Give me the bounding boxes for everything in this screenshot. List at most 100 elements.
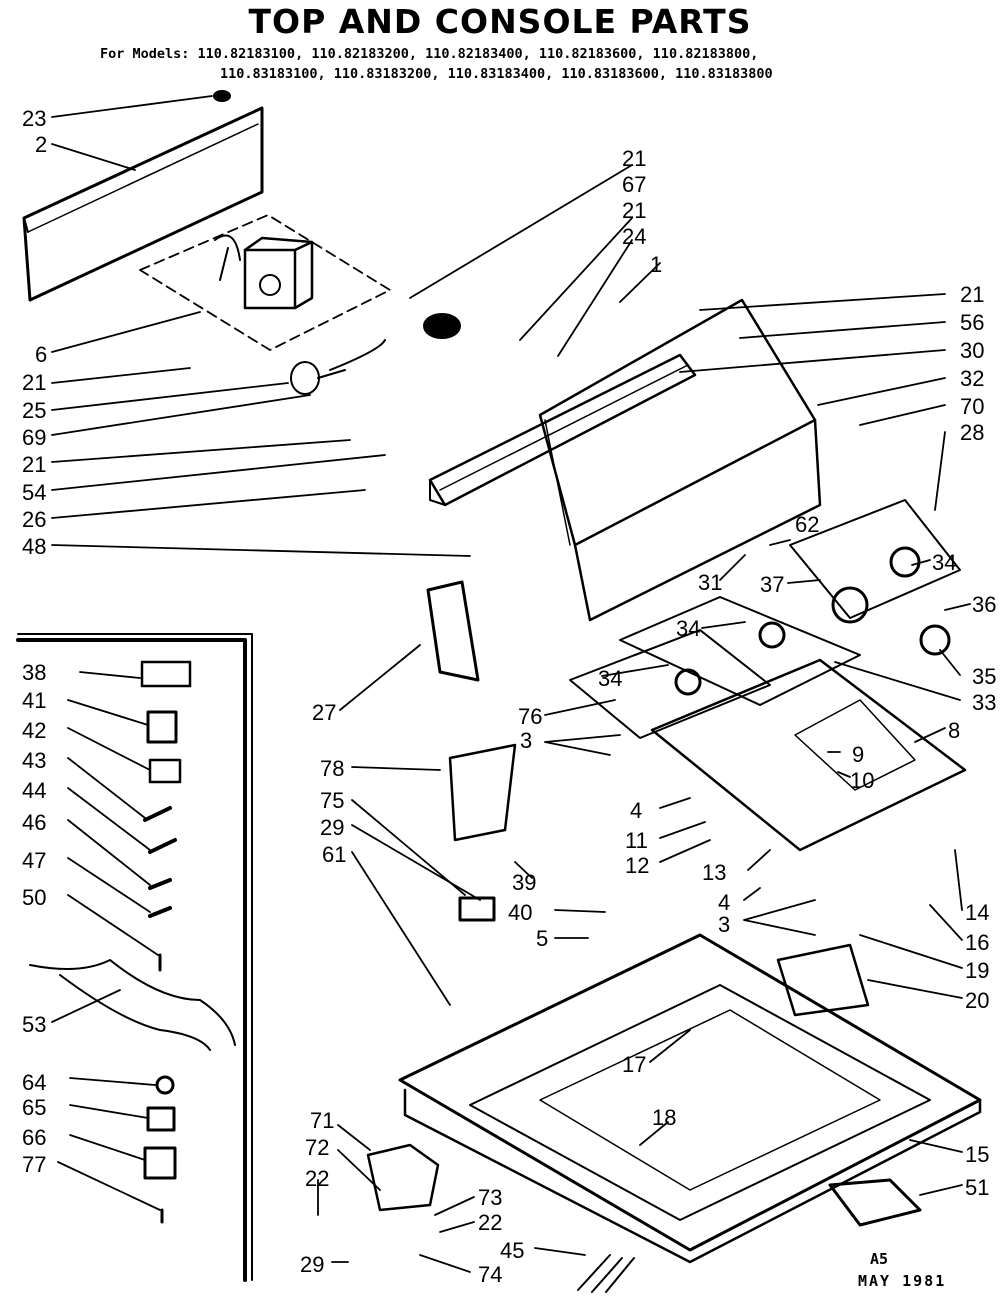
callout-67: 67 (622, 172, 646, 197)
callout-17: 17 (622, 1052, 646, 1077)
footer-date: MAY 1981 (858, 1272, 947, 1290)
callout-37: 37 (760, 572, 784, 597)
models-line-2: 110.83183100, 110.83183200, 110.83183400… (220, 66, 773, 82)
callout-4: 4 (718, 890, 730, 915)
models-line-1: For Models: 110.82183100, 110.82183200, … (100, 46, 759, 62)
bracket-71 (366, 1143, 440, 1212)
footer-code: A5 (870, 1250, 889, 1268)
top-cover-15 (398, 933, 982, 1264)
switch-25-icon (290, 339, 386, 395)
callout-40: 40 (508, 900, 532, 925)
callout-65: 65 (22, 1095, 46, 1120)
callout-3: 3 (520, 728, 532, 753)
knob-plate-76 (569, 629, 771, 739)
callout-29: 29 (300, 1252, 324, 1277)
control-bracket (428, 353, 697, 507)
harness-45 (577, 1254, 635, 1293)
callout-25: 25 (22, 398, 46, 423)
rear-panel (22, 106, 264, 302)
callout-56: 56 (960, 310, 984, 335)
callout-66: 66 (22, 1125, 46, 1150)
knob-plate-33 (619, 596, 861, 706)
callout-22: 22 (305, 1166, 329, 1191)
callout-32: 32 (960, 366, 984, 391)
callout-13: 13 (702, 860, 726, 885)
callout-75: 75 (320, 788, 344, 813)
callout-5: 5 (536, 926, 548, 951)
callout-16: 16 (965, 930, 989, 955)
callout-30: 30 (960, 338, 984, 363)
callout-44: 44 (22, 778, 46, 803)
knob-37-icon (831, 586, 869, 624)
screw-23-icon (213, 90, 231, 102)
callout-labels: 2322167212412156303270286212569215426486… (22, 106, 996, 1287)
callout-33: 33 (972, 690, 996, 715)
callout-21: 21 (622, 146, 646, 171)
leader-lines (51, 95, 971, 1273)
callout-50: 50 (22, 885, 46, 910)
callout-61: 61 (322, 842, 346, 867)
timer-icon (214, 234, 314, 310)
callout-53: 53 (22, 1012, 46, 1037)
callout-10: 10 (850, 768, 874, 793)
callout-62: 62 (795, 512, 819, 537)
callout-74: 74 (478, 1262, 502, 1287)
callout-26: 26 (22, 507, 46, 532)
callout-36: 36 (972, 592, 996, 617)
callout-15: 15 (965, 1142, 989, 1167)
knob-34a-icon (889, 546, 921, 578)
callout-2: 2 (35, 132, 47, 157)
callout-21: 21 (22, 370, 46, 395)
callout-29: 29 (320, 815, 344, 840)
callout-12: 12 (625, 853, 649, 878)
callout-70: 70 (960, 394, 984, 419)
callout-38: 38 (22, 660, 46, 685)
part-42-icon (148, 758, 182, 784)
callout-3: 3 (718, 912, 730, 937)
callout-54: 54 (22, 480, 46, 505)
part-66-icon (143, 1146, 177, 1180)
lid-8 (650, 658, 967, 852)
timer-plate (139, 214, 391, 351)
diagram-title: TOP AND CONSOLE PARTS (248, 2, 752, 41)
part-47-icon (148, 906, 172, 918)
inset-frame (16, 638, 247, 1282)
callout-69: 69 (22, 425, 46, 450)
callout-35: 35 (972, 664, 996, 689)
callout-71: 71 (310, 1108, 334, 1133)
callout-34: 34 (676, 616, 700, 641)
block-75-icon (458, 896, 496, 922)
callout-28: 28 (960, 420, 984, 445)
harness-53-icon (29, 959, 236, 1051)
part-43-icon (143, 806, 172, 822)
end-cap-27 (426, 580, 480, 682)
callout-24: 24 (622, 224, 646, 249)
callout-73: 73 (478, 1185, 502, 1210)
bracket-78 (448, 743, 517, 842)
part-65-icon (146, 1106, 176, 1132)
callout-34: 34 (932, 550, 956, 575)
callout-78: 78 (320, 756, 344, 781)
part-41-icon (146, 710, 178, 744)
callout-72: 72 (305, 1135, 329, 1160)
callout-46: 46 (22, 810, 46, 835)
callout-22: 22 (478, 1210, 502, 1235)
callout-47: 47 (22, 848, 46, 873)
callout-11: 11 (625, 828, 648, 853)
part-46-icon (148, 878, 172, 890)
part-44-icon (148, 838, 177, 854)
part-38-icon (140, 660, 192, 688)
callout-6: 6 (35, 342, 47, 367)
callout-41: 41 (22, 688, 46, 713)
callout-21: 21 (22, 452, 46, 477)
callout-77: 77 (22, 1152, 46, 1177)
part-64-icon (155, 1075, 175, 1095)
callout-1: 1 (650, 252, 662, 277)
knob-34c-icon (674, 668, 702, 696)
callout-21: 21 (622, 198, 646, 223)
knob-35-icon (919, 624, 951, 656)
callout-8: 8 (948, 718, 960, 743)
callout-18: 18 (652, 1105, 676, 1130)
console-body (538, 298, 822, 622)
